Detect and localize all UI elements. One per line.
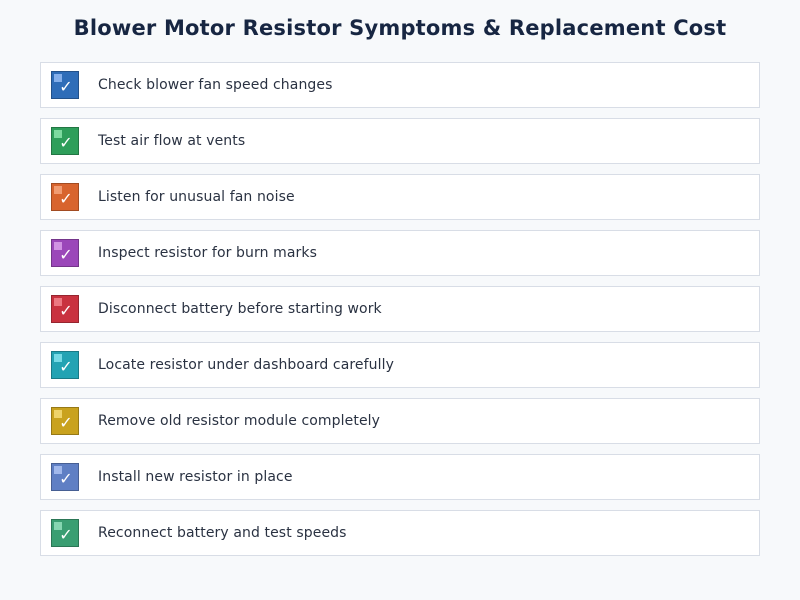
checkmark-icon: ✓ [59,357,73,376]
checkmark-icon: ✓ [59,77,73,96]
checkbox-checked[interactable]: ✓ [51,295,79,323]
checklist-item-label: Remove old resistor module completely [98,413,381,429]
checklist-item[interactable]: ✓ Listen for unusual fan noise [40,174,760,220]
checkbox-checked[interactable]: ✓ [51,351,79,379]
checklist-item[interactable]: ✓ Install new resistor in place [40,454,760,500]
checkmark-icon: ✓ [59,133,73,152]
checkbox-checked[interactable]: ✓ [51,407,79,435]
checklist-item[interactable]: ✓ Test air flow at vents [40,118,760,164]
checkbox-highlight [54,410,62,418]
checklist: ✓ Check blower fan speed changes ✓ Test … [40,62,760,566]
checkmark-icon: ✓ [59,189,73,208]
checkbox-highlight [54,354,62,362]
checklist-item[interactable]: ✓ Remove old resistor module completely [40,398,760,444]
checkbox-highlight [54,466,62,474]
checklist-item[interactable]: ✓ Reconnect battery and test speeds [40,510,760,556]
checkbox-highlight [54,74,62,82]
checklist-item-label: Test air flow at vents [98,133,246,149]
checkbox-checked[interactable]: ✓ [51,71,79,99]
checkbox-checked[interactable]: ✓ [51,239,79,267]
checklist-item-label: Listen for unusual fan noise [98,189,295,205]
checklist-item[interactable]: ✓ Locate resistor under dashboard carefu… [40,342,760,388]
checkmark-icon: ✓ [59,469,73,488]
page-title: Blower Motor Resistor Symptoms & Replace… [73,16,727,40]
checklist-item-label: Reconnect battery and test speeds [98,525,347,541]
checkbox-highlight [54,522,62,530]
checklist-item-label: Locate resistor under dashboard carefull… [98,357,395,373]
checkbox-checked[interactable]: ✓ [51,127,79,155]
checkbox-checked[interactable]: ✓ [51,183,79,211]
checklist-item-label: Install new resistor in place [98,469,293,485]
checkbox-checked[interactable]: ✓ [51,519,79,547]
checkmark-icon: ✓ [59,245,73,264]
checkmark-icon: ✓ [59,301,73,320]
checkmark-icon: ✓ [59,525,73,544]
checkmark-icon: ✓ [59,413,73,432]
checklist-item[interactable]: ✓ Inspect resistor for burn marks [40,230,760,276]
checklist-item-label: Check blower fan speed changes [98,77,333,93]
checkbox-checked[interactable]: ✓ [51,463,79,491]
checklist-item-label: Disconnect battery before starting work [98,301,382,317]
checkbox-highlight [54,186,62,194]
checkbox-highlight [54,298,62,306]
checkbox-highlight [54,130,62,138]
checklist-item-label: Inspect resistor for burn marks [98,245,317,261]
checkbox-highlight [54,242,62,250]
checklist-item[interactable]: ✓ Check blower fan speed changes [40,62,760,108]
checklist-item[interactable]: ✓ Disconnect battery before starting wor… [40,286,760,332]
